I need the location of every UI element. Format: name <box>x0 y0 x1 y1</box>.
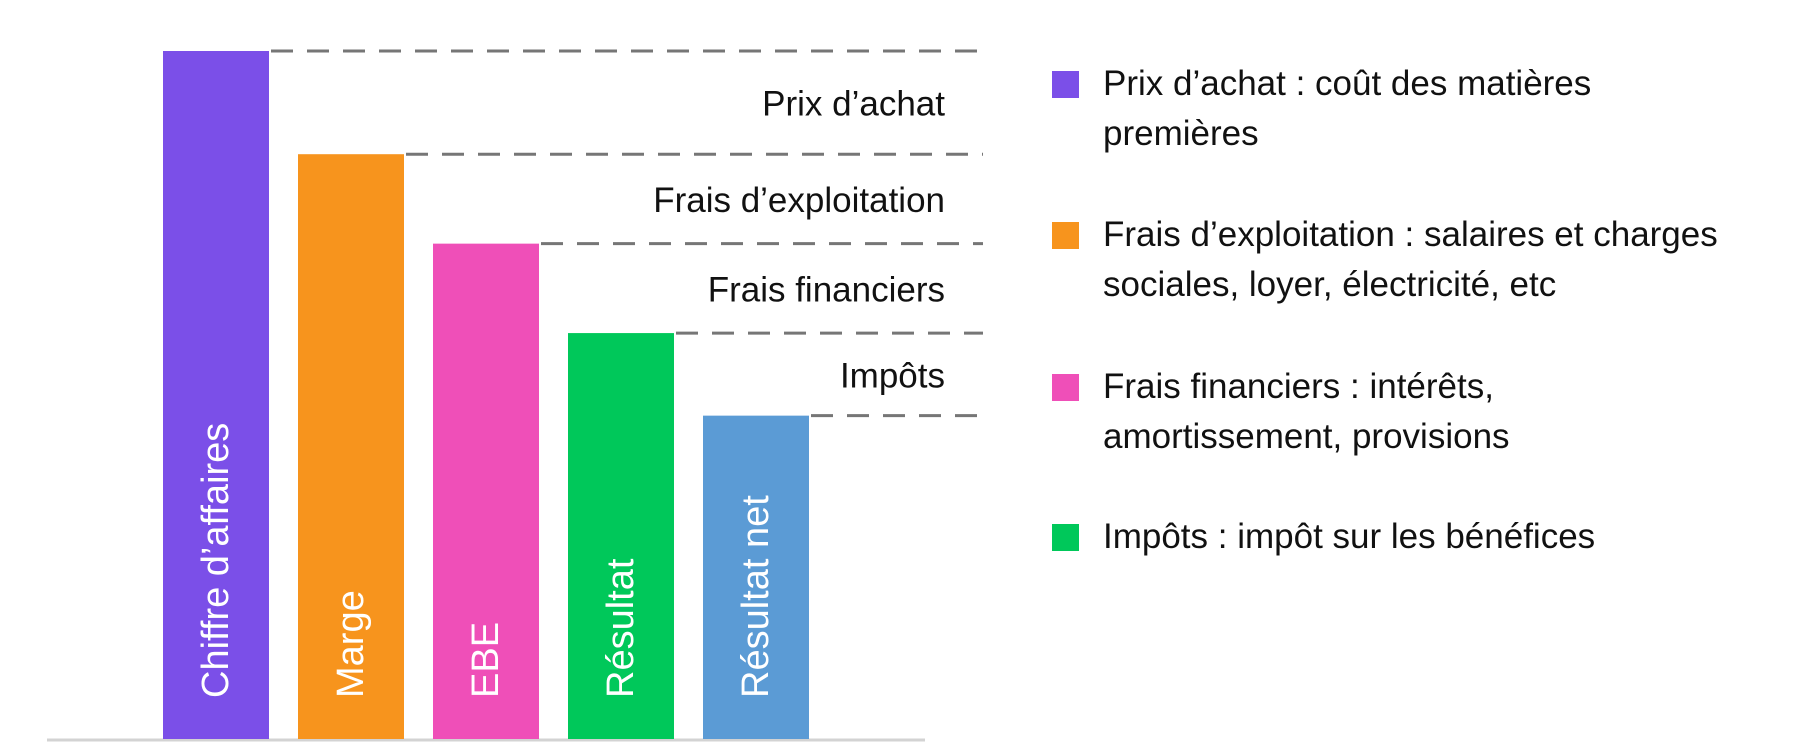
legend-text-2-line-2: sociales, loyer, électricité, etc <box>1103 265 1556 304</box>
deduction-label-2: Frais d’exploitation <box>653 181 945 220</box>
deduction-dashed-lines <box>271 49 983 418</box>
bar-5 <box>703 415 809 739</box>
bar-label-5: Résultat net <box>735 495 777 698</box>
legend-text-2-line-1: Frais d’exploitation : salaires et charg… <box>1103 215 1718 254</box>
legend-swatch-1 <box>1052 71 1079 98</box>
legend-text-3-line-1: Frais financiers : intérêts, <box>1103 367 1494 406</box>
legend-text-1-line-2: premières <box>1103 114 1259 153</box>
legend-text-4-line-1: Impôts : impôt sur les bénéfices <box>1103 517 1595 556</box>
deduction-label-1: Prix d’achat <box>762 85 945 124</box>
bar-label-3: EBE <box>465 622 507 698</box>
legend-swatch-4 <box>1052 524 1079 551</box>
deduction-label-3: Frais financiers <box>708 270 945 309</box>
bar-4 <box>568 333 674 739</box>
bar-label-1: Chiffre d’affaires <box>195 423 237 698</box>
legend-swatch-2 <box>1052 222 1079 249</box>
bar-3 <box>433 243 539 739</box>
bars <box>163 51 809 739</box>
bar-label-4: Résultat <box>600 558 642 698</box>
bar-2 <box>298 154 404 739</box>
deduction-label-4: Impôts <box>840 356 945 395</box>
bar-1 <box>163 51 269 739</box>
bar-label-2: Marge <box>330 590 372 698</box>
legend: Prix d’achat : coût des matières première… <box>1052 64 1718 556</box>
legend-text-3-line-2: amortissement, provisions <box>1103 417 1510 456</box>
legend-text-1-line-1: Prix d’achat : coût des matières <box>1103 64 1591 103</box>
legend-swatch-3 <box>1052 374 1079 401</box>
